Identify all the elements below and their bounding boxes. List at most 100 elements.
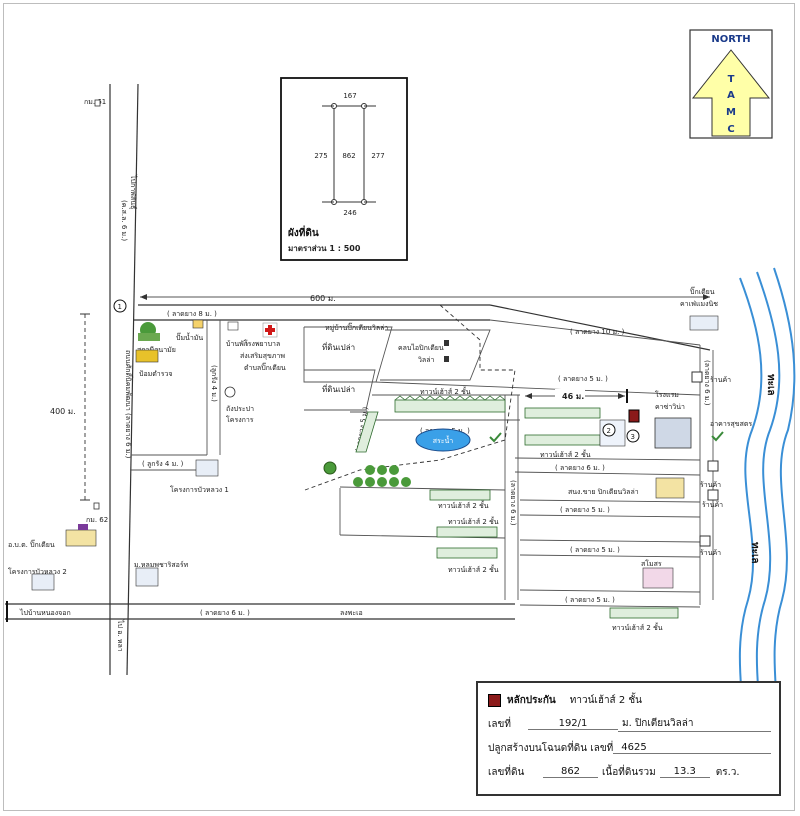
shop-label-4: ร้านค้า	[700, 549, 721, 557]
villa-office-1: คลบไอปิกเตียน	[398, 343, 444, 352]
townhouse-label-mid2: ทาวน์เฮ้าส์ 2 ชั้น	[438, 499, 489, 510]
hotel-label-1: โรงแรม	[655, 390, 679, 399]
north-letter-m: M	[726, 107, 736, 118]
distance-46-label: 46 ม.	[562, 392, 584, 401]
info-box: หลักประกัน ทาวน์เฮ้าส์ 2 ชั้น เลขที่ 192…	[476, 681, 781, 796]
river: ทะเล ทะเล	[738, 267, 796, 721]
marker-3: 3	[631, 433, 635, 441]
home-label: บ้านพัก	[226, 340, 248, 348]
hospital-label-2: ส่งเสริมสุขภาพ	[240, 352, 285, 360]
gas-station-label: ปั๊มน้ำมัน	[176, 331, 203, 342]
north-letter-a: A	[727, 90, 735, 101]
market-label-2: คาเฟ่แมงนิช	[680, 300, 718, 308]
plot-diagram: 167 246 275 277 862 ผังที่ดิน มาตราส่วน …	[280, 77, 408, 261]
info-row-deed: ปลูกสร้างบนโฉนดที่ดิน เลขที่ 4625	[488, 737, 771, 759]
project-2-label: โครงการบัวหลวง 2	[8, 567, 67, 576]
building-label: อาคารสุขสตร	[710, 420, 752, 428]
deed-no: 4625	[613, 742, 771, 754]
left-places: สถานีอนามัย ปั๊มน้ำมัน ป้อมตำรวจ บ้านพัก…	[8, 319, 286, 591]
plot-bottom-neighbor: 246	[343, 209, 357, 217]
hospital-label-1: โรงพยาบาล	[244, 339, 280, 348]
project-1-label: โครงการบัวหลวง 1	[170, 485, 229, 494]
hospital-label-3: ตำบลปิ๊กเตียน	[244, 362, 286, 372]
soi-road-v-label: (ลูกรัง 4 ม.)	[210, 365, 218, 402]
east-v-road-label: (ลาดยาง 6 ม.)	[703, 360, 711, 406]
land-no: 862	[543, 766, 598, 778]
townhouse-label-right: ทาวน์เฮ้าส์ 2 ชั้น	[540, 448, 591, 459]
collateral-markers: 2 3 โรงแรม คาซ่าวิน่า	[602, 390, 692, 449]
collateral-marker-icon	[488, 693, 501, 707]
info-row-house: เลขที่ 192/1 ม. ปิกเตียนวิลล่า	[488, 713, 771, 735]
house-no-label: เลขที่	[488, 718, 511, 730]
plot-scale: มาตราส่วน 1 : 500	[288, 244, 361, 253]
info-row-land: เลขที่ดิน 862 เนื้อที่ดินรวม 13.3 ตร.ว.	[488, 761, 771, 783]
north-letter-c: C	[727, 124, 734, 135]
area-unit: ตร.ว.	[715, 766, 740, 778]
lampao-label: ลงพะเอ	[340, 609, 363, 617]
to-nong-jok-label: ไปบ้านหนองจอก	[19, 608, 71, 617]
distance-400: 400 ม.	[46, 313, 90, 501]
villa-office-2: วิลล่า	[418, 356, 435, 364]
townhouse-row-diag	[355, 411, 379, 453]
empty-land-2: ที่ดินเปล่า	[322, 383, 355, 394]
plot-number: 862	[342, 152, 355, 160]
plot-right-neighbor: 277	[371, 152, 384, 160]
north-letter-t: T	[728, 74, 735, 85]
highway-lower-label: ไป อ. หลา	[116, 619, 125, 652]
shop-label-3: ร้านค้า	[702, 501, 723, 509]
road-6m: ( ลาดยาง 6 ม. )	[555, 464, 605, 472]
highway-upper-label: ไปกาฬสินธุ์	[129, 174, 138, 209]
top-road-distance: 600 ม.	[310, 294, 336, 303]
office-label: สนง.ขาย ปิกเตียนวิลล่า	[568, 488, 639, 496]
soi-road-label: ( ลูกรัง 4 ม. )	[142, 460, 184, 468]
empty-land-1: ที่ดินเปล่า	[322, 341, 355, 352]
top-road-label: ( ลาดยาง 8 ม. )	[167, 310, 217, 318]
marker-2: 2	[607, 427, 611, 435]
townhouse-label-top: ทาวน์เฮ้าส์ 2 ชั้น	[420, 385, 471, 396]
townhouse-row-bottom: ทาวน์เฮ้าส์ 2 ชั้น	[609, 607, 679, 632]
distance-400-label: 400 ม.	[50, 407, 76, 416]
km62-label: กม. 62	[86, 516, 108, 524]
north-arrow: NORTH T A M C	[689, 29, 773, 139]
distance-46: 46 ม.	[525, 389, 628, 403]
market-label-1: ปิ๊กเตียน	[690, 286, 715, 296]
police-label: ป้อมตำรวจ	[139, 370, 173, 378]
soi-roads: (ลูกรัง 4 ม.) ( ลูกรัง 4 ม. )	[130, 320, 221, 471]
house-no: 192/1	[528, 718, 618, 730]
road-5m-a: ( ลาดยาง 5 ม. )	[558, 375, 608, 383]
right-places: ปิ๊กเตียน คาเฟ่แมงนิช ร้านค้า อาคารสุขสต…	[568, 286, 752, 589]
townhouse-row-top: ทาวน์เฮ้าส์ 2 ชั้น	[394, 385, 506, 413]
top-road: 1 ( ลาดยาง 8 ม. ) 600 ม.	[113, 294, 710, 321]
north-label: NORTH	[711, 34, 750, 45]
pond-label: สระน้ำ	[433, 434, 454, 445]
plot-top-neighbor: 167	[343, 92, 356, 100]
river-label-upper: ทะเล	[765, 374, 776, 396]
property-type: ทาวน์เฮ้าส์ 2 ชั้น	[569, 694, 643, 706]
road-5m-c: ( ลาดยาง 5 ม. )	[560, 506, 610, 514]
page-border	[3, 3, 795, 811]
plot-left-neighbor: 275	[314, 152, 327, 160]
townhouse-label-mid3: ทาวน์เฮ้าส์ 2 ชั้น	[448, 563, 499, 574]
river-label-lower: ทะเล	[749, 542, 760, 564]
info-row-marker: หลักประกัน ทาวน์เฮ้าส์ 2 ชั้น	[488, 689, 771, 711]
highway-upper-label2: (ค.ส.ล. 6 ม.)	[120, 200, 128, 241]
school-label: อ.บ.ต. ปิ๊กเตียน	[8, 539, 55, 549]
village-label: ม. ปิกเตียนวิลล่า	[618, 716, 771, 732]
east-road-label: ( ลาดยาง 10 ม. )	[570, 328, 625, 336]
deed-label: ปลูกสร้างบนโฉนดที่ดิน เลขที่	[488, 742, 614, 754]
townhouse-row-mid1: ทาวน์เฮ้าส์ 2 ชั้น ทาวน์เฮ้าส์ 2 ชั้น	[429, 489, 499, 538]
pond: สระน้ำ	[415, 428, 502, 452]
road-6m-v: (ลาดยาง 6 ม.)	[509, 480, 517, 526]
water-tower-label-2: โครงการ	[226, 415, 254, 424]
shop-label-2: ร้านค้า	[700, 481, 721, 489]
shop-label-1: ร้านค้า	[710, 376, 731, 384]
bottom-road-label: ( ลาดยาง 6 ม. )	[200, 609, 250, 617]
road-5m-e: ( ลาดยาง 5 ม. )	[565, 596, 615, 604]
townhouse-label-mid1: ทาวน์เฮ้าส์ 2 ชั้น	[448, 515, 499, 526]
land-no-label: เลขที่ดิน	[488, 766, 525, 778]
hospital-cross	[262, 322, 278, 338]
marker-label: หลักประกัน	[507, 694, 556, 706]
marker-1: 1	[118, 303, 122, 311]
road-5m-d: ( ลาดยาง 5 ม. )	[570, 546, 620, 554]
